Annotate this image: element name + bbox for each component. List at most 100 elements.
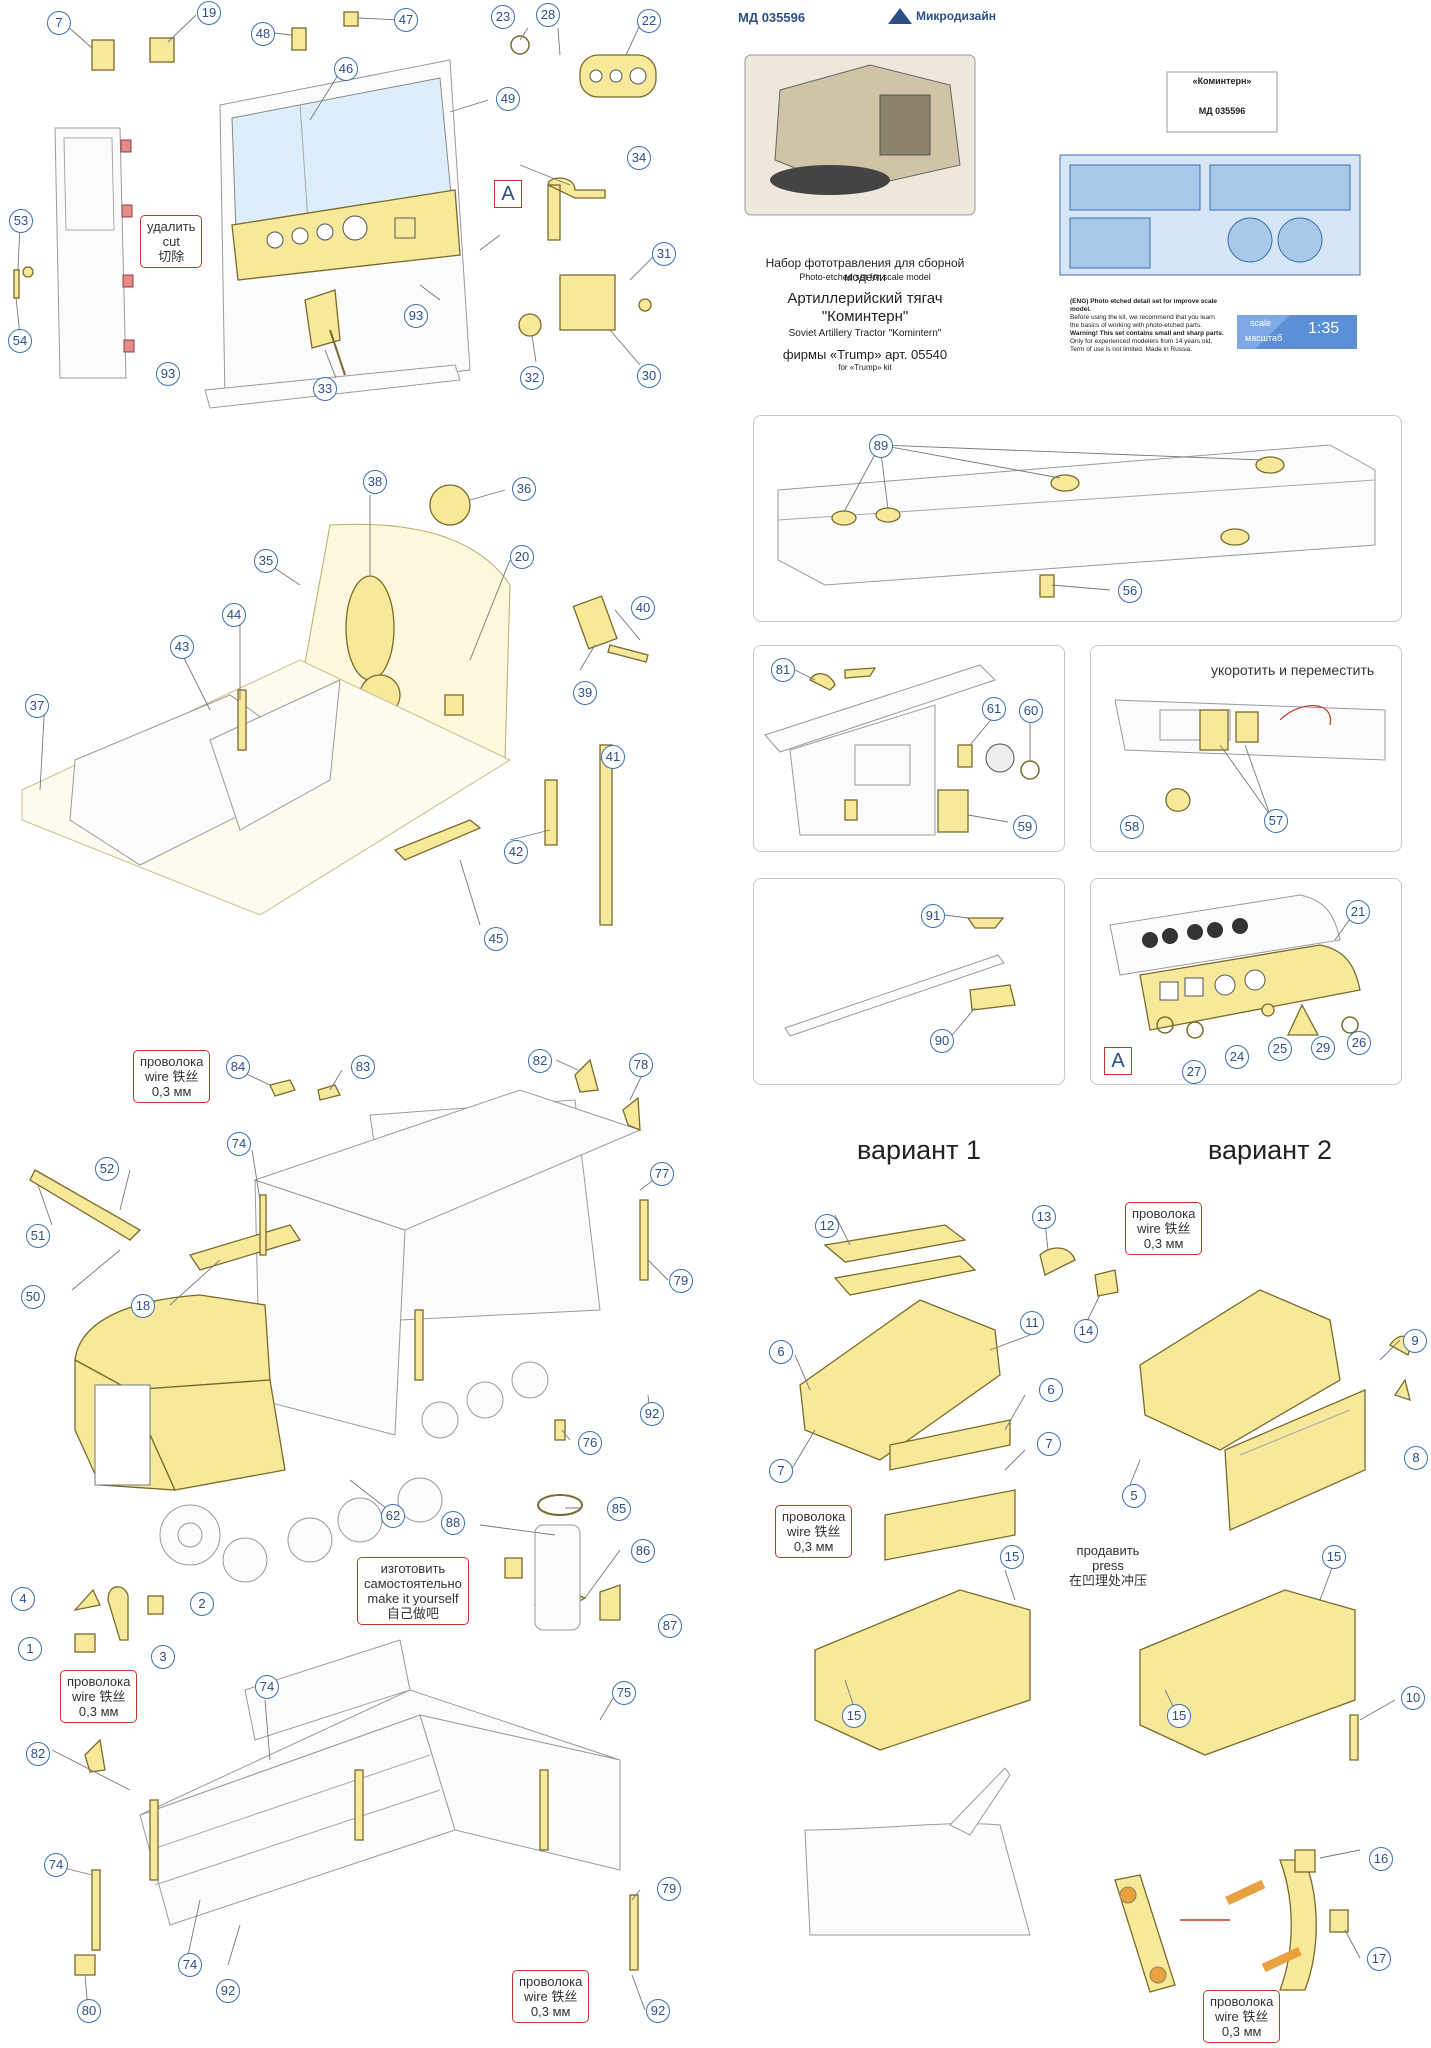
part-number: 59 <box>1013 815 1037 839</box>
part-number: 33 <box>313 377 337 401</box>
part-number: 74 <box>227 1132 251 1156</box>
part-number: 13 <box>1032 1205 1056 1229</box>
part-number: 5 <box>1122 1484 1146 1508</box>
part-number: 4 <box>11 1587 35 1611</box>
part-number: 28 <box>536 3 560 27</box>
part-number: 37 <box>25 694 49 718</box>
part-number: 50 <box>21 1285 45 1309</box>
part-number: 17 <box>1367 1947 1391 1971</box>
part-number: 19 <box>197 1 221 25</box>
part-number: 62 <box>381 1504 405 1528</box>
badge-a-box: A <box>1104 1047 1132 1075</box>
part-number: 10 <box>1401 1686 1425 1710</box>
part-number: 77 <box>650 1162 674 1186</box>
part-number: 9 <box>1403 1329 1427 1353</box>
warning-text: (ENG) Photo etched detail set for improv… <box>1070 298 1224 353</box>
part-number: 21 <box>1346 900 1370 924</box>
part-number: 74 <box>44 1853 68 1877</box>
part-number: 41 <box>601 745 625 769</box>
part-number: 75 <box>612 1681 636 1705</box>
part-number: 61 <box>982 697 1006 721</box>
header-subject-name: "Коминтерн" <box>821 308 909 325</box>
part-number: 51 <box>26 1224 50 1248</box>
part-number: 74 <box>255 1675 279 1699</box>
part-number: 35 <box>254 549 278 573</box>
part-number: 60 <box>1019 699 1043 723</box>
part-number: 25 <box>1268 1037 1292 1061</box>
part-number: 3 <box>151 1645 175 1669</box>
part-number: 29 <box>1311 1036 1335 1060</box>
header-kit-en: for «Trump» kit <box>838 363 892 372</box>
part-number: 7 <box>1037 1432 1061 1456</box>
part-number: 81 <box>771 658 795 682</box>
part-number: 83 <box>351 1055 375 1079</box>
header-brand: Микродизайн <box>916 9 996 23</box>
part-number: 92 <box>646 1999 670 2023</box>
variant2-drawing <box>1129 1289 1411 1761</box>
part-number: 79 <box>669 1269 693 1293</box>
part-number: 14 <box>1074 1319 1098 1343</box>
part-number: 90 <box>930 1029 954 1053</box>
box3-drawing <box>784 914 1016 1041</box>
part-number: 6 <box>1039 1378 1063 1402</box>
header-title-en: Photo-etched set for scale model <box>799 272 931 282</box>
header-title-ru: Набор фототравления для сборной модели <box>765 256 965 284</box>
part-number: 54 <box>8 329 32 353</box>
part-number: 58 <box>1120 815 1144 839</box>
part-number: 11 <box>1020 1311 1044 1335</box>
part-number: 26 <box>1347 1031 1371 1055</box>
header-subject-en: Soviet Artillery Tractor "Komintern" <box>788 328 942 339</box>
scale-label: scale <box>1250 318 1272 328</box>
part-number: 15 <box>1322 1545 1346 1569</box>
part-number: 48 <box>251 22 275 46</box>
part-number: 88 <box>441 1511 465 1535</box>
variant-2-label: вариант 2 <box>1208 1135 1332 1165</box>
part-number: 15 <box>1167 1704 1191 1728</box>
part-number: 7 <box>47 11 71 35</box>
part-number: 53 <box>9 209 33 233</box>
box4-frame <box>1090 878 1402 1085</box>
part-number: 93 <box>404 304 428 328</box>
hull-frame <box>753 415 1402 622</box>
part-number: 31 <box>652 242 676 266</box>
part-number: 57 <box>1264 809 1288 833</box>
box1-drawing <box>764 664 1040 836</box>
bottom-detail-drawing <box>804 1767 1361 1993</box>
part-number: 1 <box>18 1637 42 1661</box>
part-number: 80 <box>77 1999 101 2023</box>
part-number: 92 <box>216 1979 240 2003</box>
scale-label-ru: масштаб <box>1245 333 1283 343</box>
header-subject-ru: Артиллерийский тягач <box>787 290 943 307</box>
part-number: 8 <box>1404 1446 1428 1470</box>
part-number: 82 <box>26 1742 50 1766</box>
cargo-body <box>51 1639 646 2011</box>
part-number: 78 <box>629 1053 653 1077</box>
part-number: 84 <box>226 1055 250 1079</box>
box3-frame <box>753 878 1065 1085</box>
hull-assembly <box>777 444 1376 598</box>
part-number: 86 <box>631 1539 655 1563</box>
header-code: МД 035596 <box>738 10 806 25</box>
part-number: 32 <box>520 366 544 390</box>
part-number: 79 <box>657 1877 681 1901</box>
note-shorten: укоротить и переместить <box>1205 660 1381 681</box>
part-number: 16 <box>1369 1847 1393 1871</box>
part-number: 44 <box>222 603 246 627</box>
part-number: 36 <box>512 477 536 501</box>
part-number: 12 <box>815 1214 839 1238</box>
tractor-assembly <box>29 1058 669 1653</box>
note-cut: удалить cut 切除 <box>140 215 203 268</box>
floor-assembly <box>21 484 649 926</box>
part-number: 39 <box>573 681 597 705</box>
box2-drawing <box>1114 699 1386 816</box>
box1-frame <box>753 645 1065 852</box>
part-number: 38 <box>363 470 387 494</box>
part-number: 27 <box>1182 1060 1206 1084</box>
part-number: 7 <box>769 1459 793 1483</box>
part-number: 34 <box>627 146 651 170</box>
part-number: 89 <box>869 434 893 458</box>
variant1-drawing <box>789 1214 1119 1751</box>
